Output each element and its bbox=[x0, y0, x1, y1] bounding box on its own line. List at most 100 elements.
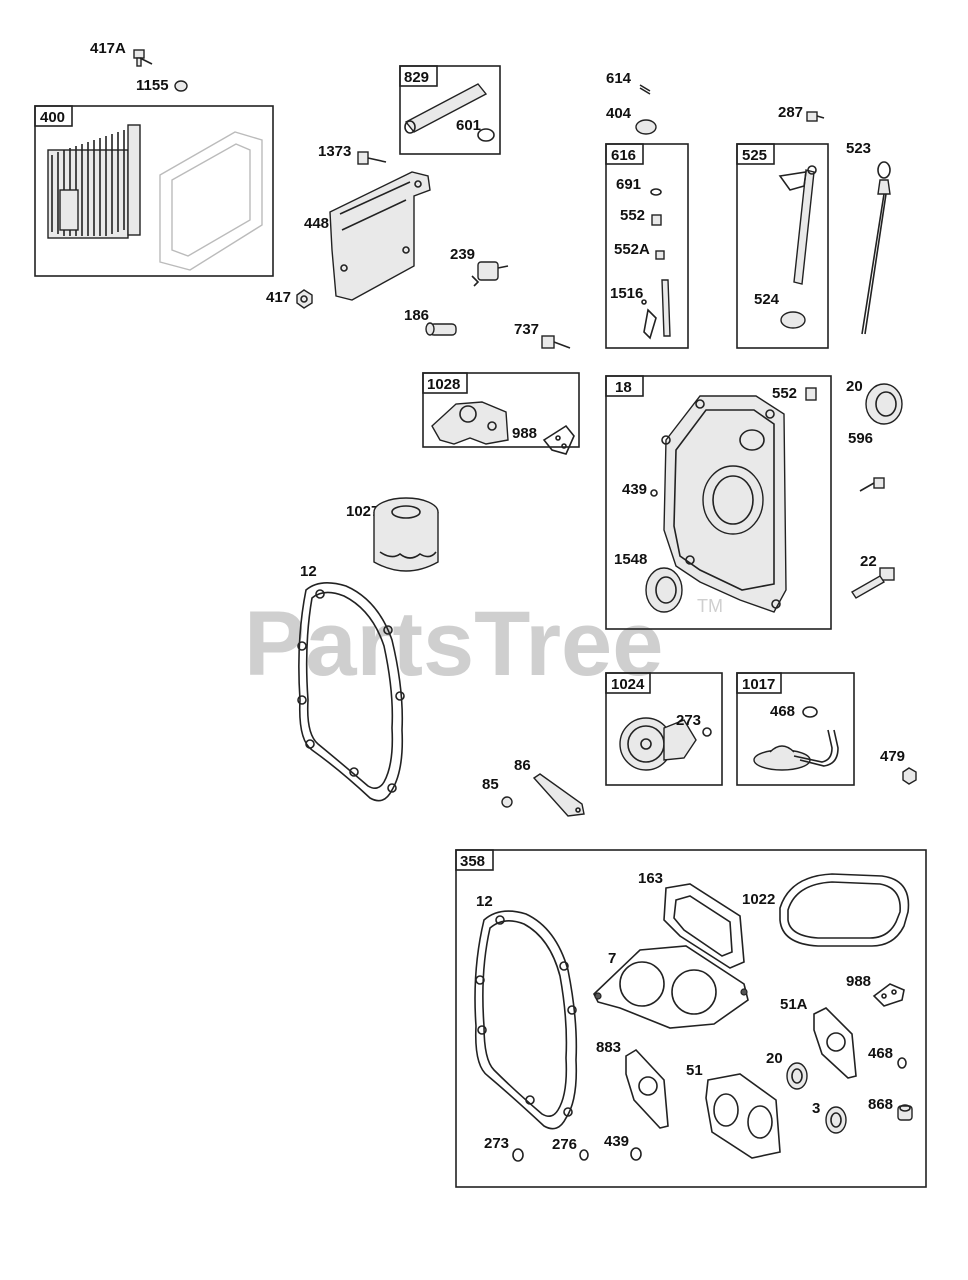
group-616[interactable]: 616 691 552 552A 1516 bbox=[605, 143, 689, 349]
group-label: 358 bbox=[460, 853, 485, 870]
group-18[interactable]: 18 552 439 1548 bbox=[605, 375, 832, 630]
callout-20: 20 bbox=[846, 378, 863, 395]
nut-479[interactable] bbox=[902, 767, 917, 785]
callout-239: 239 bbox=[450, 246, 475, 263]
callout-1027: 1027 bbox=[346, 503, 379, 520]
group-1024[interactable]: 1024 273 bbox=[605, 672, 723, 786]
group-label: 1024 bbox=[611, 676, 645, 693]
o-ring-468[interactable] bbox=[802, 706, 818, 718]
valve-seal-868[interactable] bbox=[897, 1104, 913, 1121]
plate-86[interactable] bbox=[532, 773, 585, 817]
crankcase-cover-18[interactable] bbox=[661, 395, 787, 613]
callout-1155: 1155 bbox=[136, 77, 169, 94]
callout-479: 479 bbox=[880, 748, 905, 765]
callout-1516: 1516 bbox=[610, 285, 643, 302]
gasket-988[interactable] bbox=[542, 424, 575, 455]
callout-12: 12 bbox=[300, 563, 317, 580]
group-label: 400 bbox=[40, 109, 65, 126]
o-ring-276[interactable] bbox=[579, 1149, 589, 1161]
callout-22: 22 bbox=[860, 553, 877, 570]
oil-seal-3[interactable] bbox=[825, 1106, 847, 1134]
bushing-552[interactable] bbox=[651, 214, 662, 226]
dipstick-tube-525[interactable] bbox=[778, 165, 817, 285]
callout-3: 3 bbox=[812, 1100, 820, 1117]
group-1028[interactable]: 1028 988 bbox=[422, 372, 580, 455]
group-label: 616 bbox=[611, 147, 636, 164]
gasket-51[interactable] bbox=[705, 1073, 781, 1159]
callout-20: 20 bbox=[766, 1050, 783, 1067]
group-525[interactable]: 525 524 bbox=[736, 143, 829, 349]
washer-1155[interactable] bbox=[174, 80, 188, 92]
callout-417: 417 bbox=[266, 289, 291, 306]
sensor-239[interactable] bbox=[471, 261, 509, 287]
grommet-404[interactable] bbox=[635, 119, 657, 135]
oil-seal-20[interactable] bbox=[786, 1062, 808, 1090]
watermark-brand: PartsTree bbox=[244, 593, 663, 695]
bolt-417A[interactable] bbox=[133, 49, 153, 67]
callout-552: 552 bbox=[620, 207, 645, 224]
group-label: 525 bbox=[742, 147, 767, 164]
gasket-163[interactable] bbox=[663, 883, 745, 969]
oil-pump-1024[interactable] bbox=[619, 717, 697, 771]
screw-85[interactable] bbox=[501, 796, 513, 808]
crankcase-gasket-12[interactable] bbox=[474, 910, 578, 1130]
group-358[interactable]: 358 12 163 1022 7 988 bbox=[455, 849, 927, 1188]
pin-614[interactable] bbox=[639, 84, 651, 95]
group-label: 829 bbox=[404, 69, 429, 86]
fitting-186[interactable] bbox=[425, 322, 457, 336]
bolt-1373[interactable] bbox=[357, 151, 387, 165]
oil-filter-1027[interactable] bbox=[373, 497, 439, 572]
oil-pickup-1017[interactable] bbox=[753, 729, 839, 771]
bushing-552[interactable] bbox=[805, 387, 817, 401]
o-ring-273[interactable] bbox=[702, 727, 712, 737]
callout-287: 287 bbox=[778, 104, 803, 121]
crankcase-gasket-12[interactable] bbox=[297, 582, 405, 802]
washer-439[interactable] bbox=[650, 489, 658, 497]
bracket-448[interactable] bbox=[329, 171, 431, 301]
callout-163: 163 bbox=[638, 870, 663, 887]
callout-86: 86 bbox=[514, 757, 531, 774]
bolt-287[interactable] bbox=[806, 111, 825, 122]
nut-417[interactable] bbox=[296, 289, 313, 309]
callout-737: 737 bbox=[514, 321, 539, 338]
callout-883: 883 bbox=[596, 1039, 621, 1056]
head-gasket-7[interactable] bbox=[593, 945, 749, 1029]
seal-691[interactable] bbox=[650, 188, 662, 196]
bearing-1548[interactable] bbox=[645, 567, 683, 613]
dipstick-523[interactable] bbox=[861, 161, 891, 335]
group-label: 1028 bbox=[427, 376, 460, 393]
oil-seal-20[interactable] bbox=[865, 383, 903, 425]
callout-186: 186 bbox=[404, 307, 429, 324]
group-400[interactable]: 400 bbox=[34, 105, 274, 277]
group-829[interactable]: 829 601 bbox=[399, 65, 501, 155]
group-1017[interactable]: 1017 468 bbox=[736, 672, 855, 786]
group-label: 1017 bbox=[742, 676, 775, 693]
washer-439[interactable] bbox=[630, 1147, 642, 1161]
oil-filter-adapter-1028[interactable] bbox=[431, 401, 509, 445]
gasket-988[interactable] bbox=[872, 983, 905, 1007]
callout-51: 51 bbox=[686, 1062, 703, 1079]
clamp-601[interactable] bbox=[477, 128, 495, 142]
oil-cooler-part[interactable] bbox=[47, 124, 141, 239]
valve-cover-gasket-1022[interactable] bbox=[779, 873, 910, 947]
o-ring-468[interactable] bbox=[897, 1057, 907, 1069]
bolt-596[interactable] bbox=[859, 477, 885, 492]
seal-524[interactable] bbox=[780, 311, 806, 329]
callout-448: 448 bbox=[304, 215, 329, 232]
callout-868: 868 bbox=[868, 1096, 893, 1113]
o-ring-273[interactable] bbox=[512, 1148, 524, 1162]
callout-523: 523 bbox=[846, 140, 871, 157]
bushing-552A[interactable] bbox=[655, 250, 665, 260]
bolt-22[interactable] bbox=[851, 567, 895, 599]
group-label: 18 bbox=[615, 379, 632, 396]
callout-85: 85 bbox=[482, 776, 499, 793]
watermark-trademark: TM bbox=[697, 596, 723, 616]
bolt-737[interactable] bbox=[541, 335, 571, 349]
hose-829[interactable] bbox=[404, 83, 488, 134]
callout-1022: 1022 bbox=[742, 891, 775, 908]
governor-shaft-1516[interactable] bbox=[641, 279, 671, 340]
gasket-51A[interactable] bbox=[813, 1007, 857, 1079]
callout-276: 276 bbox=[552, 1136, 577, 1153]
gasket-883[interactable] bbox=[625, 1048, 669, 1129]
callout-1373: 1373 bbox=[318, 143, 351, 160]
